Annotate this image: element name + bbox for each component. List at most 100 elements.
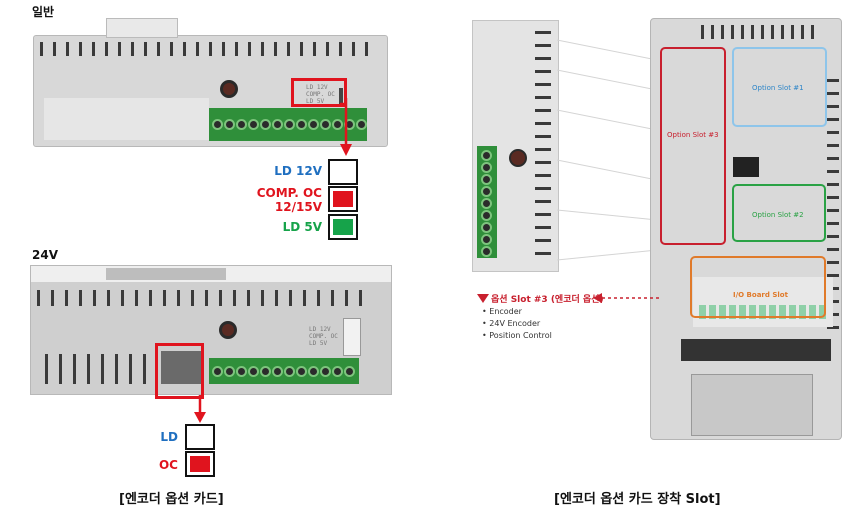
vent-slot xyxy=(535,135,551,138)
vent-slot xyxy=(535,187,551,190)
indicator-ld12v xyxy=(328,159,358,185)
vent-slot xyxy=(313,42,316,56)
vent-slot xyxy=(247,290,250,306)
vent-slot xyxy=(144,42,147,56)
terminal-block xyxy=(209,358,359,384)
io-terminal xyxy=(699,305,706,319)
flag-icon xyxy=(477,294,489,303)
terminal-screw xyxy=(308,119,319,130)
terminal-screw xyxy=(224,366,235,377)
switch-labels: LD 12V COMP. OC LD 5V xyxy=(306,84,335,105)
indicator-oc xyxy=(185,451,215,477)
terminal-screw xyxy=(284,366,295,377)
vent-slot xyxy=(303,290,306,306)
terminal-screw xyxy=(481,174,492,185)
label-ld5v: LD 5V xyxy=(282,220,322,234)
io-terminal xyxy=(819,305,826,319)
vent-slot xyxy=(535,148,551,151)
terminal-screw xyxy=(260,366,271,377)
vent-slot xyxy=(143,354,146,384)
vent-slot xyxy=(219,290,222,306)
general-board-photo: LD 12V COMP. OC LD 5V xyxy=(33,18,388,147)
vent-slot xyxy=(827,92,839,95)
vent-slot xyxy=(811,25,814,39)
list-item: • 24V Encoder xyxy=(482,319,541,328)
vent-slot xyxy=(149,290,152,306)
indicator-ld xyxy=(185,424,215,450)
vent-slot xyxy=(751,25,754,39)
terminal-screw xyxy=(260,119,271,130)
terminal-screw xyxy=(320,366,331,377)
option-slot-1-box xyxy=(732,47,827,127)
vent-slot xyxy=(731,25,734,39)
pointer-title: 옵션 Slot #3 (엔코더 옵션) xyxy=(491,295,604,305)
vent-slot xyxy=(51,290,54,306)
vent-slot xyxy=(183,42,186,56)
vent-slot xyxy=(37,290,40,306)
terminal-screw xyxy=(224,119,235,130)
vent-slot xyxy=(827,144,839,147)
terminal-screw xyxy=(332,366,343,377)
screw-icon xyxy=(509,149,527,167)
vent-slot xyxy=(93,290,96,306)
terminal-screw xyxy=(481,222,492,233)
vent-slot xyxy=(92,42,95,56)
vent-slot xyxy=(535,70,551,73)
vent-slot xyxy=(248,42,251,56)
label-ld: LD xyxy=(160,430,178,444)
vent-slot xyxy=(701,25,704,39)
24v-board-photo: LD 12V COMP. OC LD 5V xyxy=(30,265,392,395)
vent-slot xyxy=(827,248,839,251)
vent-slot xyxy=(535,174,551,177)
io-terminal xyxy=(779,305,786,319)
switch-labels: LD 12V COMP. OC LD 5V xyxy=(309,326,338,347)
io-terminal xyxy=(729,305,736,319)
vent-slot xyxy=(222,42,225,56)
io-terminal xyxy=(769,305,776,319)
terminal-screw xyxy=(272,119,283,130)
vent-slot xyxy=(105,42,108,56)
general-label: 일반 xyxy=(32,5,55,19)
inverter-photo xyxy=(650,18,842,440)
top-connector xyxy=(106,18,178,38)
jumper-highlight-box xyxy=(155,343,204,399)
vent-slot xyxy=(535,96,551,99)
vent-slot xyxy=(781,25,784,39)
list-item: • Encoder xyxy=(482,307,522,316)
label-ld12v: LD 12V xyxy=(274,164,322,178)
terminal-screw xyxy=(272,366,283,377)
terminal-screw xyxy=(296,119,307,130)
vent-slot xyxy=(163,290,166,306)
vent-slot xyxy=(191,290,194,306)
vent-slot xyxy=(65,290,68,306)
vent-slot xyxy=(827,79,839,82)
vent-slot xyxy=(827,131,839,134)
indicator-comp-oc xyxy=(328,186,358,212)
vent-slot xyxy=(721,25,724,39)
vent-slot xyxy=(118,42,121,56)
arrow-down-icon xyxy=(340,98,352,156)
vent-slot xyxy=(235,42,238,56)
terminal-screw xyxy=(320,119,331,130)
vent-slot xyxy=(827,118,839,121)
vent-slot xyxy=(761,25,764,39)
vent-slot xyxy=(87,354,90,384)
screw-icon xyxy=(220,80,238,98)
vent-slot xyxy=(359,290,362,306)
vent-slot xyxy=(287,42,290,56)
vent-slot xyxy=(827,235,839,238)
terminal-screw xyxy=(332,119,343,130)
24v-label: 24V xyxy=(32,248,58,262)
label-comp-oc: COMP. OC 12/15V xyxy=(256,186,322,214)
vent-slot xyxy=(771,25,774,39)
terminal-block xyxy=(209,108,367,141)
option-slot-1-label: Option Slot #1 xyxy=(752,84,804,92)
terminal-screw xyxy=(212,119,223,130)
vent-slot xyxy=(274,42,277,56)
top-connector xyxy=(106,268,226,280)
terminal-screw xyxy=(356,119,367,130)
vent-slot xyxy=(59,354,62,384)
terminal-screw xyxy=(236,366,247,377)
vent-slot xyxy=(827,105,839,108)
vent-slot xyxy=(535,213,551,216)
